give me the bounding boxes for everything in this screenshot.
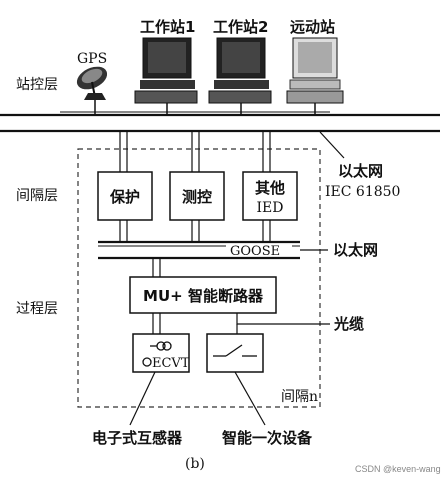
transformer-label: 电子式互感器 xyxy=(92,429,183,447)
ecvt-circle-icon xyxy=(142,357,152,367)
primary-device-label: 智能一次设备 xyxy=(222,429,313,447)
ethernet-top-label: 以太网 xyxy=(338,162,383,180)
protection-label: 保护 xyxy=(109,188,140,206)
primary-device-box xyxy=(206,333,264,373)
mu-uplinks xyxy=(152,258,161,277)
transformer-coil-icon xyxy=(150,341,172,351)
ecvt-label: ECVT xyxy=(152,356,190,371)
bay-uplinks xyxy=(119,131,271,172)
other-ied-box xyxy=(242,171,298,221)
fiber-cable-label: 光缆 xyxy=(333,315,364,333)
measure-box xyxy=(169,171,225,221)
watermark: CSDN @keven-wang xyxy=(355,464,441,474)
fiber-cable-line xyxy=(236,313,330,325)
transformer-leader xyxy=(129,371,156,426)
bay-downlinks xyxy=(119,220,271,242)
bay-n-label: 间隔n xyxy=(281,389,318,405)
gps-label: GPS xyxy=(77,51,107,67)
layer-label-process: 过程层 xyxy=(16,301,58,317)
iec61850-label: IEC 61850 xyxy=(325,184,400,200)
switch-symbol-icon xyxy=(213,344,257,357)
computer-icon-remote xyxy=(286,37,344,104)
measure-label: 测控 xyxy=(182,188,212,206)
remote-station-label: 远动站 xyxy=(290,18,335,36)
primary-leader xyxy=(234,371,266,426)
gps-antenna-icon xyxy=(76,66,108,100)
computer-icon-ws2 xyxy=(208,37,272,104)
computer-icon-ws1 xyxy=(134,37,198,104)
layer-label-bay: 间隔层 xyxy=(16,188,58,204)
protection-box xyxy=(97,171,153,221)
figure-caption: (b) xyxy=(185,456,205,472)
ecvt-uplinks xyxy=(152,313,161,334)
mu-breaker-label: MU+ 智能断路器 xyxy=(143,287,264,305)
mu-breaker-box xyxy=(129,276,277,314)
ethernet-mid-label: 以太网 xyxy=(333,241,378,259)
goose-label-bg xyxy=(226,244,292,256)
layer-label-station: 站控层 xyxy=(16,77,58,93)
ied-label: IED xyxy=(257,200,284,216)
ethernet-top-leader xyxy=(319,131,345,159)
ecvt-box xyxy=(132,333,190,373)
workstation1-label: 工作站1 xyxy=(140,18,195,36)
other-label: 其他 xyxy=(255,179,285,197)
goose-label: GOOSE xyxy=(230,244,280,259)
workstation2-label: 工作站2 xyxy=(213,18,268,36)
